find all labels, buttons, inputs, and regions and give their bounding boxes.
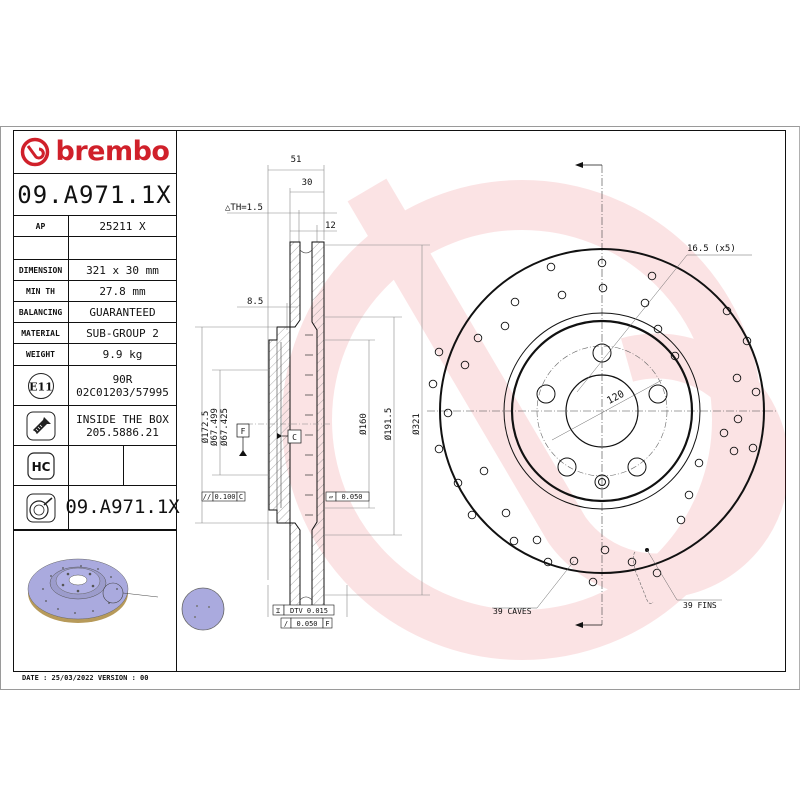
front-view: 120 16.5 (x5) 39 CAVES 39 FINS: [427, 162, 777, 628]
brand-row: brembo: [13, 130, 176, 174]
spec-row-weight: WEIGHT 9.9 kg: [13, 344, 176, 366]
svg-text:C: C: [239, 493, 243, 501]
spec-row-balancing: BALANCING GUARANTEED: [13, 302, 176, 323]
svg-text:HC: HC: [31, 460, 50, 474]
technical-drawing: 51 30 △TH=1.5 12 8.5: [195, 155, 786, 660]
spec-label: MIN TH: [13, 281, 69, 301]
svg-text:39 CAVES: 39 CAVES: [493, 607, 532, 616]
datum-c: C: [277, 429, 302, 444]
svg-text:Ø191.5: Ø191.5: [383, 408, 394, 441]
svg-text:120: 120: [605, 389, 626, 407]
svg-text:F: F: [325, 620, 329, 628]
svg-text:▱: ▱: [329, 493, 334, 501]
date-version-footer: DATE : 25/03/2022 VERSION : 00: [22, 674, 149, 682]
dtv-frame: ⌶ DTV 0.015 / 0.050 F: [267, 585, 348, 629]
svg-text:E11: E11: [29, 380, 53, 393]
spec-row-material: MATERIAL SUB-GROUP 2: [13, 323, 176, 344]
homologation-row: E11 90R 02C01203/57995: [13, 366, 176, 406]
svg-text:Ø172.5: Ø172.5: [200, 411, 211, 444]
spec-label: WEIGHT: [13, 344, 69, 365]
detail-magnifier: [181, 587, 225, 631]
hc-row: HC: [13, 446, 176, 486]
part-number-row: 09.A971.1X: [13, 174, 176, 216]
screw-icon: [13, 406, 69, 445]
brembo-watermark: [282, 178, 786, 660]
spec-label: BALANCING: [13, 302, 69, 322]
spec-row-ap: AP 25211 X: [13, 216, 176, 237]
svg-text:8.5: 8.5: [247, 297, 263, 307]
homologation-line2: 02C01203/57995: [76, 385, 169, 399]
svg-text:/: /: [284, 620, 288, 628]
spec-row-blank: [13, 237, 176, 260]
svg-text:Ø160: Ø160: [358, 413, 369, 435]
spec-label: AP: [13, 216, 69, 236]
spec-row-dimension: DIMENSION 321 x 30 mm: [13, 260, 176, 281]
spec-label: [13, 237, 69, 259]
svg-text:12: 12: [325, 221, 336, 231]
svg-text:0.050: 0.050: [341, 493, 362, 501]
datum-f: F: [236, 423, 250, 456]
disc-code-row: 09.A971.1X: [13, 486, 180, 531]
svg-text:16.5 (x5): 16.5 (x5): [687, 244, 736, 254]
svg-text:△TH=1.5: △TH=1.5: [225, 203, 263, 213]
hc-cell-1: [69, 446, 124, 485]
spec-label: MATERIAL: [13, 323, 69, 343]
brand-logo: brembo: [13, 130, 176, 173]
drawing-frame: [13, 130, 786, 672]
homologation-line1: 90R: [112, 372, 133, 386]
spec-row-min-th: MIN TH 27.8 mm: [13, 281, 176, 302]
screw-line2: 205.5886.21: [86, 425, 159, 439]
brand-name: brembo: [55, 136, 170, 167]
disc-code: 09.A971.1X: [65, 496, 180, 518]
spec-value: 25211 X: [99, 219, 146, 233]
svg-text:51: 51: [291, 155, 302, 165]
spec-value: 27.8 mm: [99, 284, 146, 298]
flatness-frame: ▱ 0.050: [325, 491, 370, 502]
svg-text:Ø67.425: Ø67.425: [219, 408, 230, 446]
screw-line1: INSIDE THE BOX: [76, 412, 169, 426]
svg-text:Ø67.499: Ø67.499: [209, 408, 220, 446]
spec-value: SUB-GROUP 2: [86, 326, 159, 340]
spec-value: [69, 237, 176, 259]
svg-text:39 FINS: 39 FINS: [683, 601, 717, 610]
svg-text:DTV 0.015: DTV 0.015: [290, 607, 328, 615]
hc-icon: HC: [13, 446, 69, 485]
spec-value: GUARANTEED: [89, 305, 156, 319]
svg-text:0.050: 0.050: [296, 620, 317, 628]
screw-value: INSIDE THE BOX 205.5886.21: [69, 406, 176, 445]
homologation-value: 90R 02C01203/57995: [69, 366, 176, 405]
svg-text:0.100: 0.100: [214, 493, 235, 501]
spec-value: 321 x 30 mm: [86, 263, 159, 277]
render-row: [13, 531, 176, 672]
spec-value: 9.9 kg: [102, 348, 143, 361]
svg-text://: //: [203, 493, 211, 501]
parallelism-frame: // 0.100 C: [201, 491, 246, 502]
svg-text:C: C: [292, 433, 297, 442]
svg-text:F: F: [241, 427, 246, 436]
spec-label: DIMENSION: [13, 260, 69, 280]
brembo-logo-icon: [20, 137, 49, 166]
disc-icon: [13, 486, 69, 529]
title-block: brembo 09.A971.1X AP 25211 X DIMENSION 3…: [13, 130, 180, 672]
disc-3d-render: [27, 558, 159, 623]
part-number: 09.A971.1X: [17, 180, 172, 209]
e11-icon: E11: [13, 366, 69, 405]
svg-text:Ø321: Ø321: [411, 413, 422, 435]
svg-text:30: 30: [302, 178, 313, 188]
svg-text:⌶: ⌶: [276, 607, 280, 615]
screw-row: INSIDE THE BOX 205.5886.21: [13, 406, 176, 446]
